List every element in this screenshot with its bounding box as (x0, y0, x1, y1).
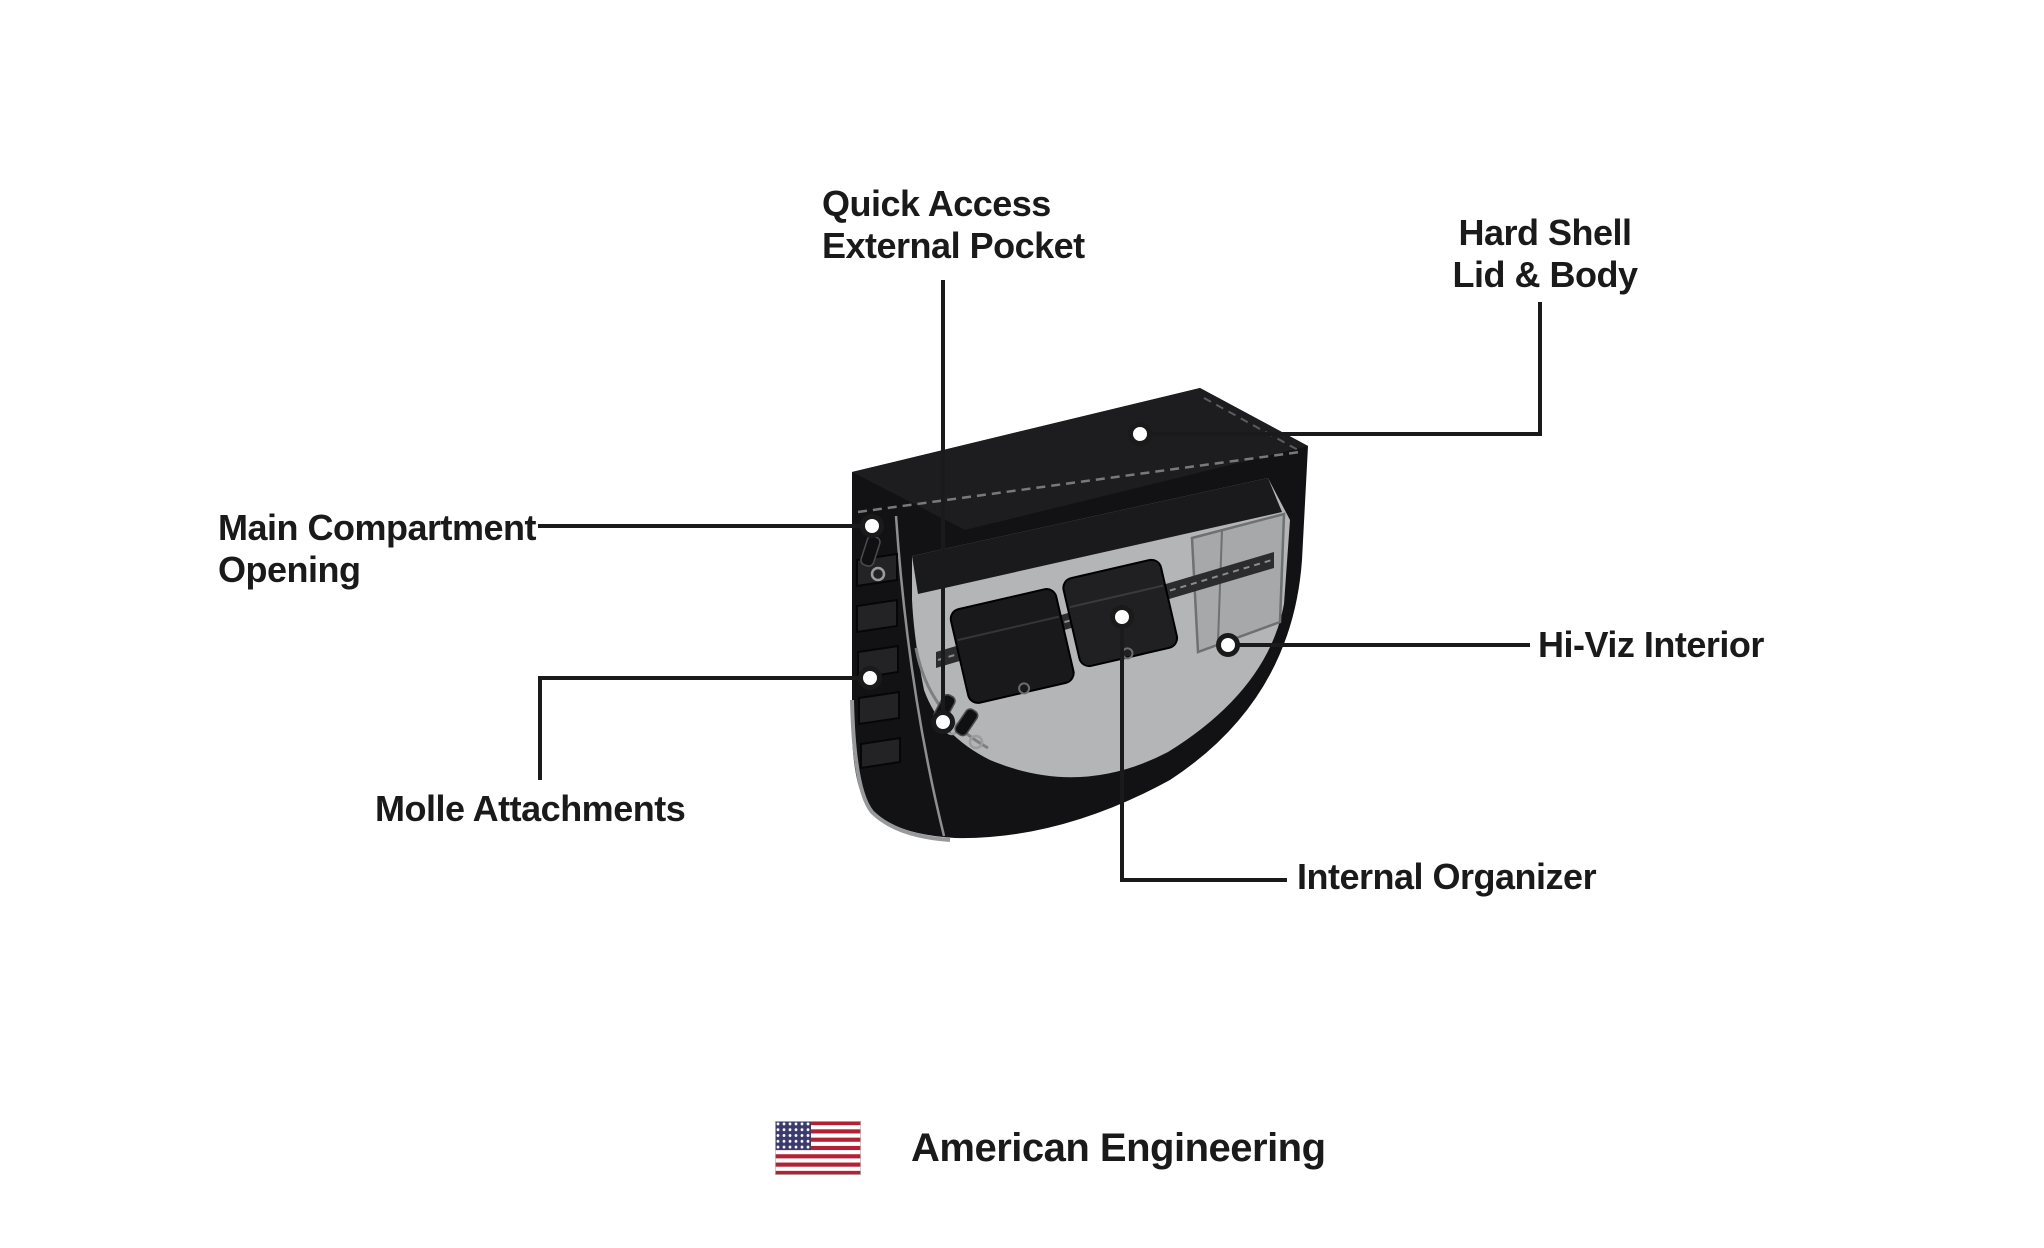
label-quick-access-line1: Quick Access (822, 183, 1051, 224)
label-molle-text: Molle Attachments (375, 788, 686, 829)
label-hi-viz-text: Hi-Viz Interior (1538, 624, 1764, 665)
label-internal-organizer-text: Internal Organizer (1297, 856, 1597, 897)
label-quick-access: Quick Access External Pocket (822, 183, 1085, 267)
label-main-compartment: Main Compartment Opening (218, 507, 537, 591)
lid-corner-seam (1203, 397, 1299, 451)
interior-right-wall (1190, 512, 1286, 654)
footer: American Engineering (775, 1121, 1326, 1175)
saddlebag-illustration (850, 388, 1308, 842)
edge-piping (850, 699, 951, 842)
label-main-compartment-line2: Opening (218, 549, 361, 591)
label-hard-shell: Hard Shell Lid & Body (1450, 212, 1640, 296)
label-quick-access-line2: External Pocket (822, 225, 1085, 267)
interior-right-wall-rib (1217, 529, 1223, 643)
label-hard-shell-line1: Hard Shell (1458, 212, 1632, 253)
callout-dot-molle (858, 666, 882, 690)
main-zipper-track (894, 515, 946, 837)
callout-line-internal-organizer (1120, 626, 1287, 882)
label-molle: Molle Attachments (375, 788, 686, 830)
callout-dot-main-compartment (860, 514, 884, 538)
callout-line-hard-shell (1149, 302, 1542, 436)
footer-tagline: American Engineering (911, 1125, 1326, 1170)
label-main-compartment-line1: Main Compartment (218, 507, 537, 548)
label-hard-shell-line2: Lid & Body (1452, 254, 1638, 296)
callout-dot-hard-shell (1128, 422, 1152, 446)
callout-lines (538, 280, 1542, 882)
callout-dot-internal-organizer (1110, 605, 1134, 629)
bag-lid-top (852, 388, 1308, 530)
callout-dot-quick-access (931, 710, 955, 734)
us-flag-icon (775, 1121, 861, 1175)
callout-dots (858, 422, 1240, 734)
label-hi-viz: Hi-Viz Interior (1538, 624, 1764, 666)
label-internal-organizer: Internal Organizer (1297, 856, 1597, 898)
interior-back-wall (912, 478, 1282, 594)
callout-line-molle (538, 676, 861, 780)
callout-dot-hi-viz (1216, 633, 1240, 657)
organizer-pouch-1 (949, 588, 1075, 704)
